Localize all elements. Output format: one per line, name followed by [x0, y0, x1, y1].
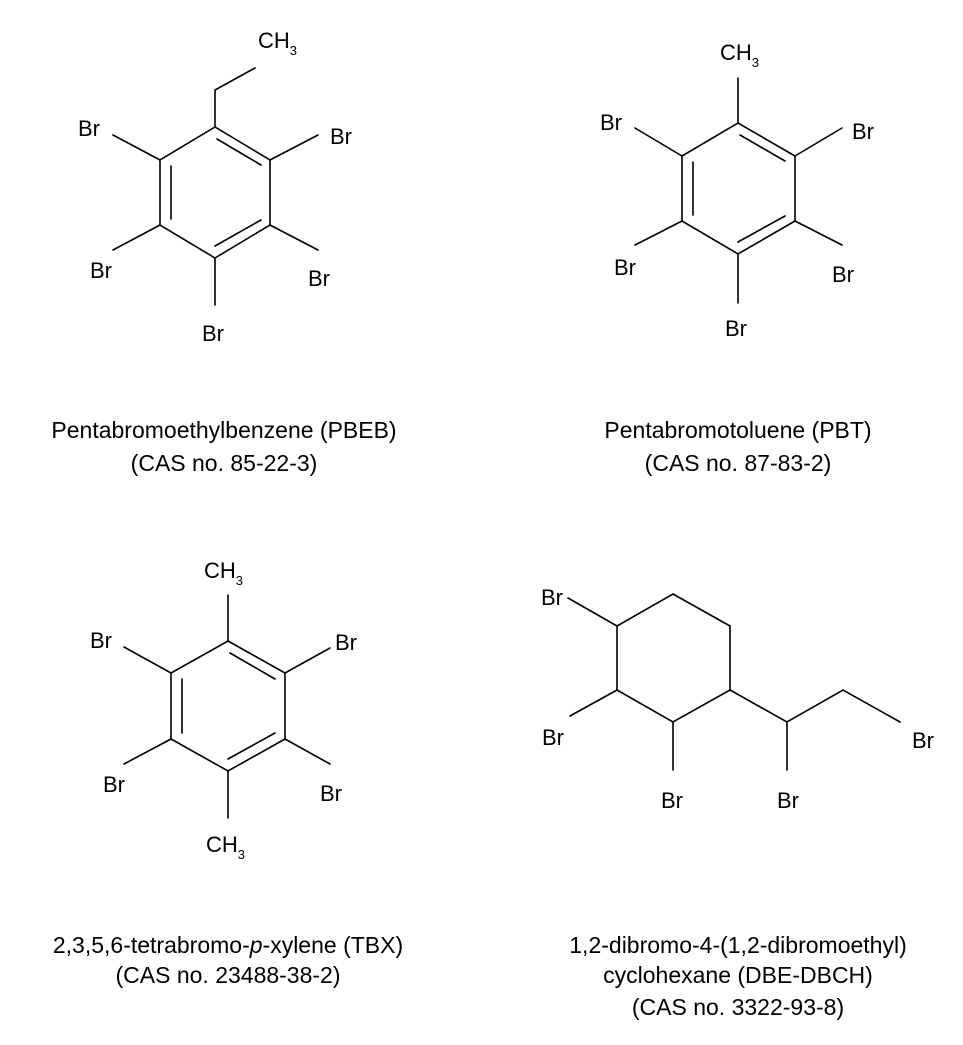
- br-label: Br: [320, 781, 342, 806]
- methyl-label: CH3: [720, 40, 759, 70]
- br-label: Br: [832, 262, 854, 287]
- br-label: Br: [725, 316, 747, 341]
- structure-dbe-dbch: Br Br Br Br Br: [541, 585, 934, 813]
- br-label: Br: [600, 110, 622, 135]
- br-label: Br: [912, 728, 934, 753]
- br-label: Br: [852, 119, 874, 144]
- methyl-label: CH3: [206, 832, 245, 862]
- double-bonds: [181, 652, 276, 760]
- br-label: Br: [308, 266, 330, 291]
- methyl-label: CH3: [204, 558, 243, 588]
- double-bonds: [170, 138, 262, 247]
- benzene-ring: [159, 126, 271, 259]
- benzene-ring: [681, 122, 796, 255]
- br-label: Br: [661, 788, 683, 813]
- caption-pbeb-name: Pentabromoethylbenzene (PBEB): [51, 417, 396, 443]
- bonds: [567, 597, 901, 771]
- cyclohexane-ring: [616, 593, 731, 723]
- br-label: Br: [541, 585, 563, 610]
- br-label: Br: [202, 321, 224, 346]
- bonds: [112, 67, 319, 306]
- br-label: Br: [78, 116, 100, 141]
- br-label: Br: [777, 788, 799, 813]
- methyl-label: CH3: [258, 28, 297, 58]
- caption-pbt-name: Pentabromotoluene (PBT): [604, 417, 871, 443]
- caption-dbe-dbch-cas: (CAS no. 3322-93-8): [632, 994, 844, 1020]
- br-label: Br: [542, 725, 564, 750]
- br-label: Br: [614, 255, 636, 280]
- br-label: Br: [330, 124, 352, 149]
- caption-dbe-dbch-name-2: cyclohexane (DBE-DBCH): [603, 962, 873, 988]
- br-label: Br: [90, 628, 112, 653]
- br-label: Br: [90, 258, 112, 283]
- br-label: Br: [335, 630, 357, 655]
- structure-tbx: CH3 CH3 Br Br Br Br: [90, 558, 357, 862]
- structure-pbt: CH3 Br Br Br Br Br: [600, 40, 874, 341]
- caption-dbe-dbch-name-1: 1,2-dibromo-4-(1,2-dibromoethyl): [569, 932, 906, 958]
- bonds: [634, 77, 843, 304]
- double-bonds: [692, 134, 786, 243]
- caption-pbt-cas: (CAS no. 87-83-2): [645, 450, 832, 476]
- structure-pbeb: CH3 Br Br Br Br Br: [78, 28, 352, 346]
- benzene-ring: [170, 640, 286, 772]
- caption-pbeb-cas: (CAS no. 85-22-3): [131, 450, 318, 476]
- br-label: Br: [103, 772, 125, 797]
- caption-tbx-name: 2,3,5,6-tetrabromo-p-xylene (TBX): [53, 932, 403, 958]
- caption-tbx-cas: (CAS no. 23488-38-2): [115, 962, 340, 988]
- bonds: [123, 594, 331, 819]
